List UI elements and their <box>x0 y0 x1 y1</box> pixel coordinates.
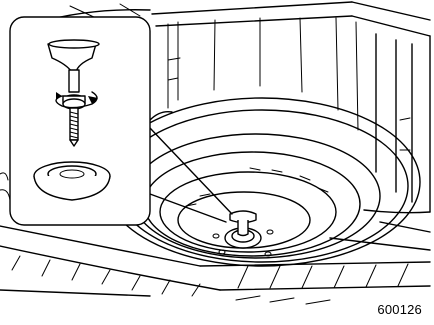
wing-bolt-installed <box>225 211 261 248</box>
figure-code: 600126 <box>377 302 422 317</box>
callout-inset <box>10 17 150 225</box>
tire-well-rings <box>104 98 420 266</box>
